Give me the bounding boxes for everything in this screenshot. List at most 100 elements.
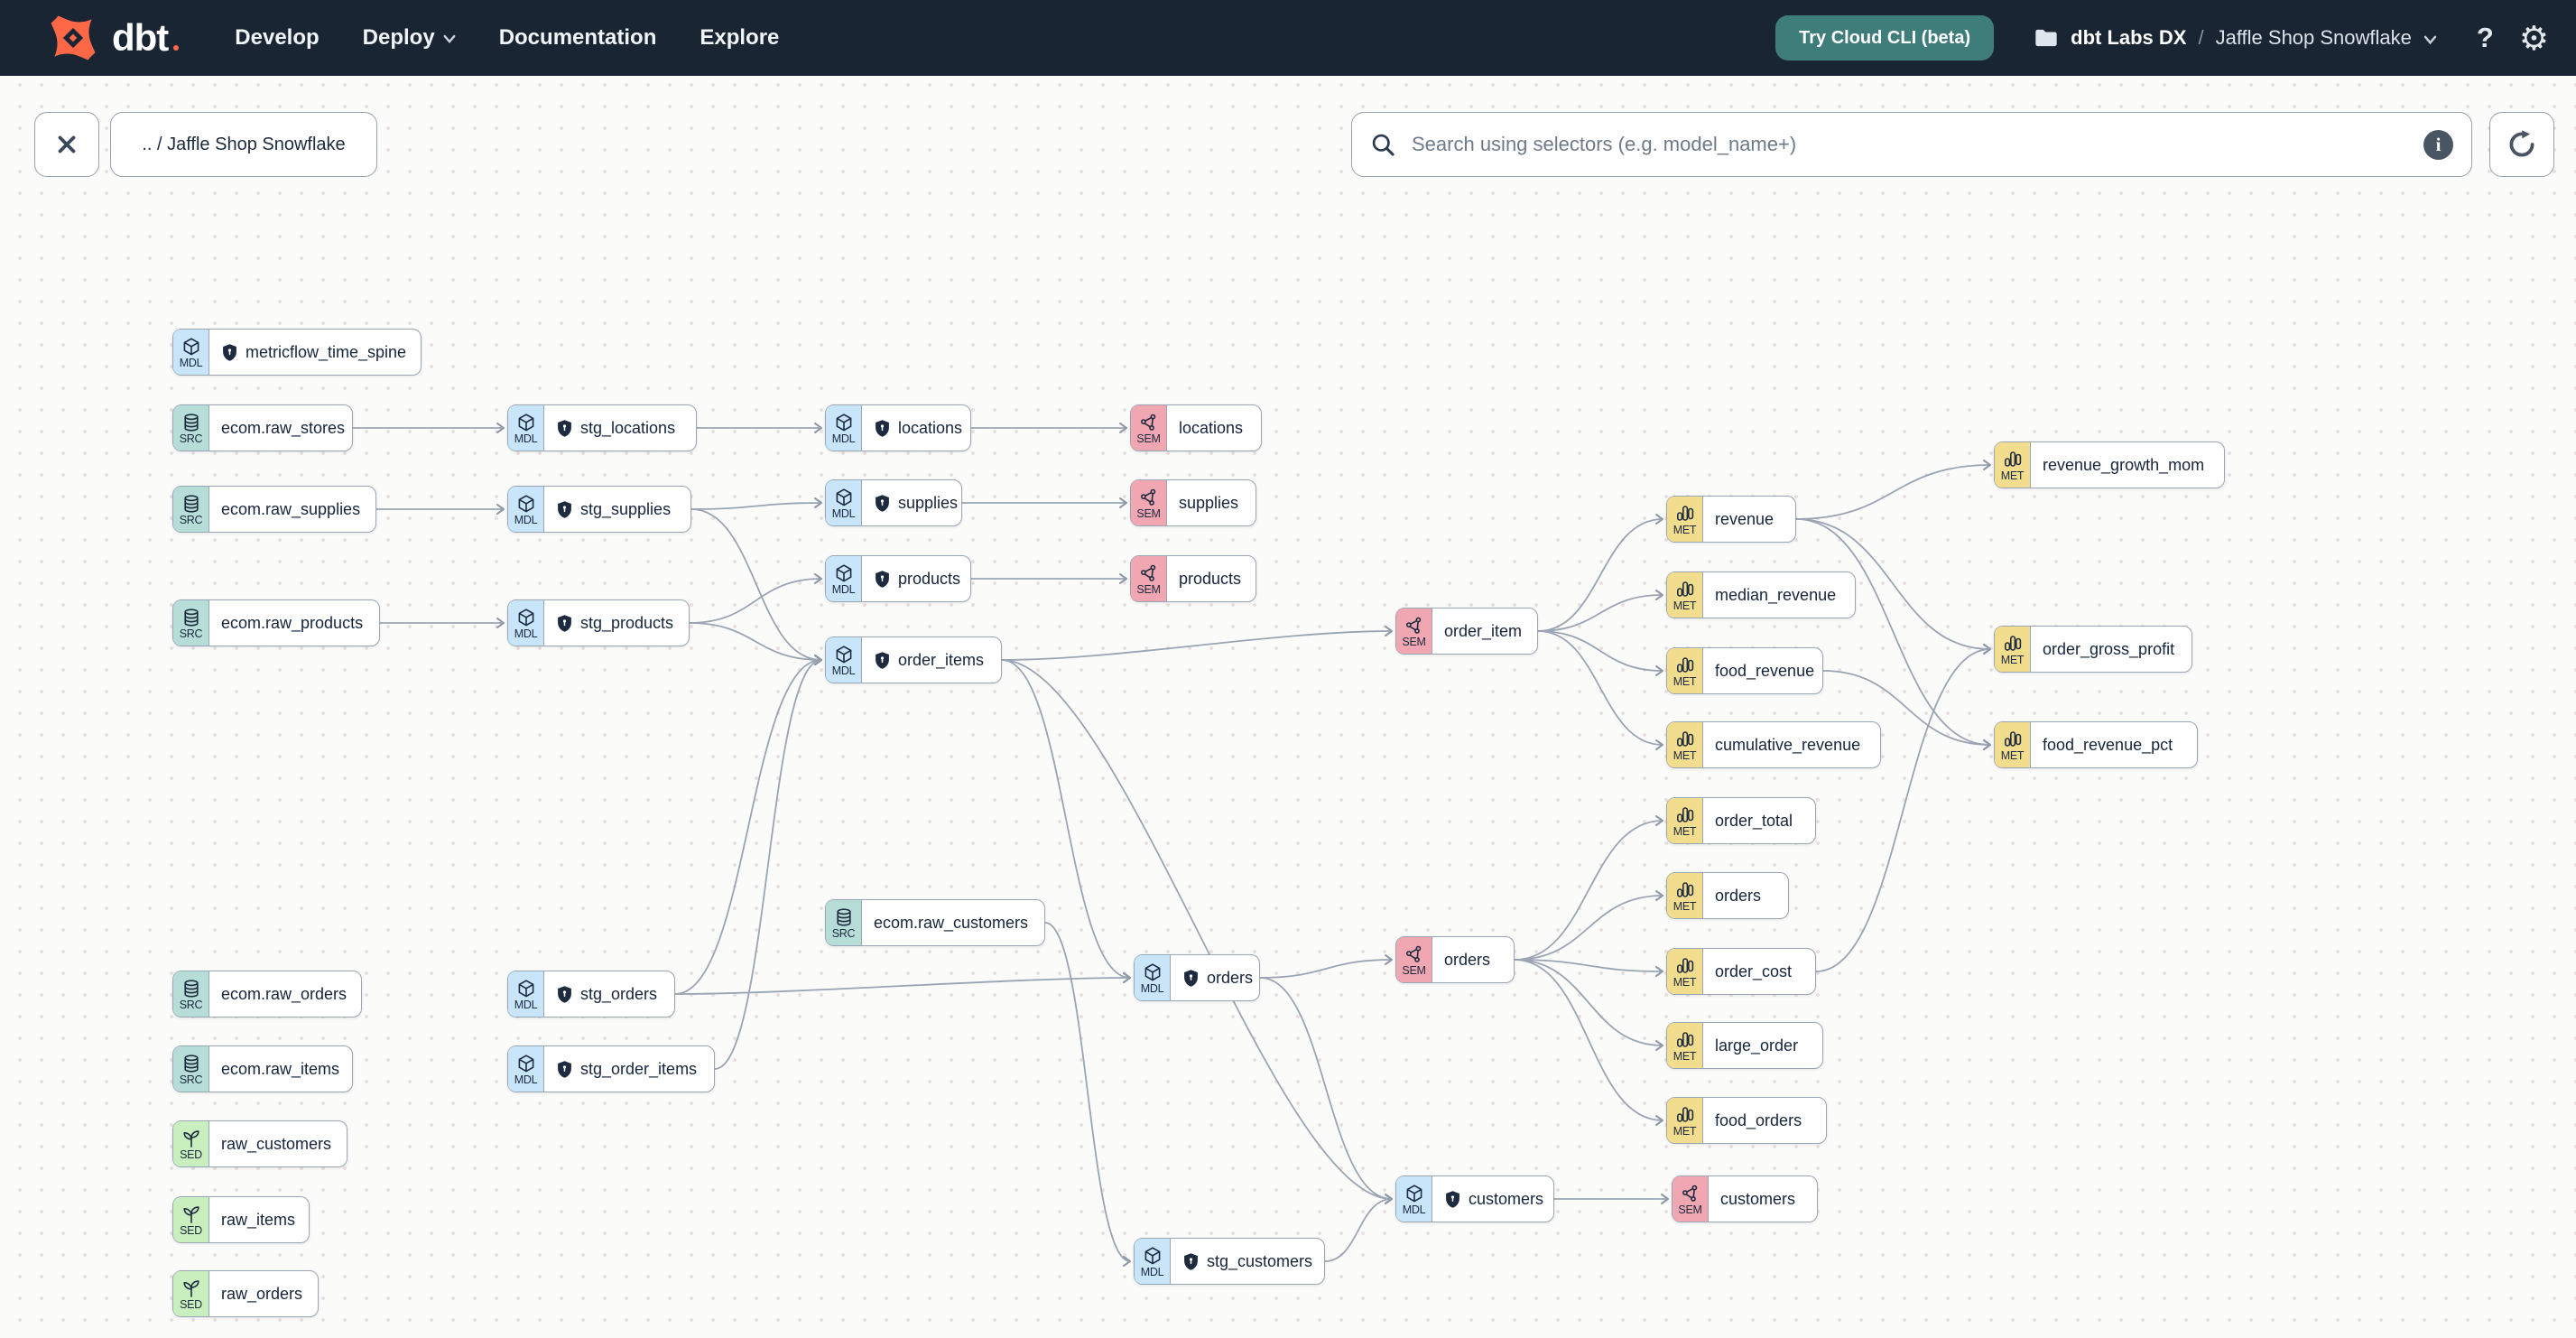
node-label: large_order xyxy=(1715,1036,1799,1055)
node-label: raw_customers xyxy=(221,1134,332,1153)
shield-icon xyxy=(558,614,571,632)
node-body: raw_customers xyxy=(209,1121,347,1166)
node-src_raw_orders[interactable]: SRC ecom.raw_orders xyxy=(172,971,362,1017)
node-body: large_order xyxy=(1703,1023,1822,1068)
lineage-breadcrumb[interactable]: .. / Jaffle Shop Snowflake xyxy=(110,112,377,177)
node-body: order_cost xyxy=(1703,949,1815,994)
try-cloud-cli-button[interactable]: Try Cloud CLI (beta) xyxy=(1775,15,1995,60)
node-body: ecom.raw_orders xyxy=(209,971,361,1017)
refresh-button[interactable] xyxy=(2489,112,2554,177)
node-body: products xyxy=(862,556,972,601)
node-label: customers xyxy=(1720,1189,1796,1208)
metric-icon: MET xyxy=(1667,1098,1703,1143)
node-body: stg_customers xyxy=(1171,1239,1324,1284)
node-type-label: MET xyxy=(1673,674,1697,688)
nav-item-deploy[interactable]: Deploy xyxy=(363,25,456,51)
node-body: order_gross_profit xyxy=(2031,627,2191,672)
semantic-model-icon: SEM xyxy=(1131,556,1167,601)
node-label: ecom.raw_customers xyxy=(874,913,1029,932)
model-icon: MDL xyxy=(1135,1239,1171,1284)
close-lineage-button[interactable] xyxy=(34,112,99,177)
shield-icon xyxy=(876,651,889,669)
node-type-label: SEM xyxy=(1402,635,1426,648)
node-label: ecom.raw_stores xyxy=(221,418,346,437)
edge-stg_customers-customers_mdl xyxy=(1324,1194,1393,1262)
node-type-label: SRC xyxy=(179,432,203,445)
node-order_item_sem[interactable]: SEM order_item xyxy=(1395,608,1538,655)
node-label: order_item xyxy=(1444,621,1523,640)
node-body: supplies xyxy=(862,480,969,525)
node-type-label: SED xyxy=(180,1297,202,1311)
node-body: customers xyxy=(1432,1176,1555,1222)
edge-src_raw_customers-stg_customers xyxy=(1044,922,1131,1267)
account-name[interactable]: dbt Labs DX xyxy=(2071,26,2187,49)
help-icon[interactable]: ? xyxy=(2476,22,2494,53)
metric-icon: MET xyxy=(1667,572,1703,618)
chevron-down-icon[interactable] xyxy=(2423,35,2437,45)
project-name[interactable]: Jaffle Shop Snowflake xyxy=(2215,26,2412,49)
search-input[interactable] xyxy=(1410,132,2409,157)
nav-item-documentation[interactable]: Documentation xyxy=(498,25,657,50)
edge-stg_orders-orders_mdl xyxy=(674,972,1131,995)
settings-gear-icon[interactable]: ⚙ xyxy=(2518,18,2549,58)
edge-order_item_sem-revenue_met xyxy=(1537,514,1663,632)
node-body: ecom.raw_products xyxy=(209,600,379,646)
model-icon: MDL xyxy=(508,971,544,1017)
node-label: locations xyxy=(1179,418,1244,437)
info-icon[interactable]: i xyxy=(2423,129,2453,160)
node-body: food_orders xyxy=(1703,1098,1826,1143)
node-label: stg_customers xyxy=(1207,1251,1313,1270)
search-icon xyxy=(1372,134,1395,156)
edge-stg_supplies-supplies_mdl xyxy=(690,497,822,510)
node-type-label: SEM xyxy=(1136,582,1161,596)
node-stg_customers[interactable]: MDL stg_customers xyxy=(1134,1238,1325,1285)
node-type-label: SRC xyxy=(179,513,203,526)
node-src_raw_stores[interactable]: SRC ecom.raw_stores xyxy=(172,404,353,451)
shield-icon xyxy=(558,419,571,437)
dbt-logo[interactable]: dbt xyxy=(45,10,180,66)
edge-orders_sem-orders_met xyxy=(1514,890,1663,961)
nav-item-develop[interactable]: Develop xyxy=(235,25,320,50)
shield-icon xyxy=(558,985,571,1003)
model-icon: MDL xyxy=(508,405,544,451)
nav-item-explore[interactable]: Explore xyxy=(700,25,780,50)
node-type-label: SRC xyxy=(179,998,203,1011)
